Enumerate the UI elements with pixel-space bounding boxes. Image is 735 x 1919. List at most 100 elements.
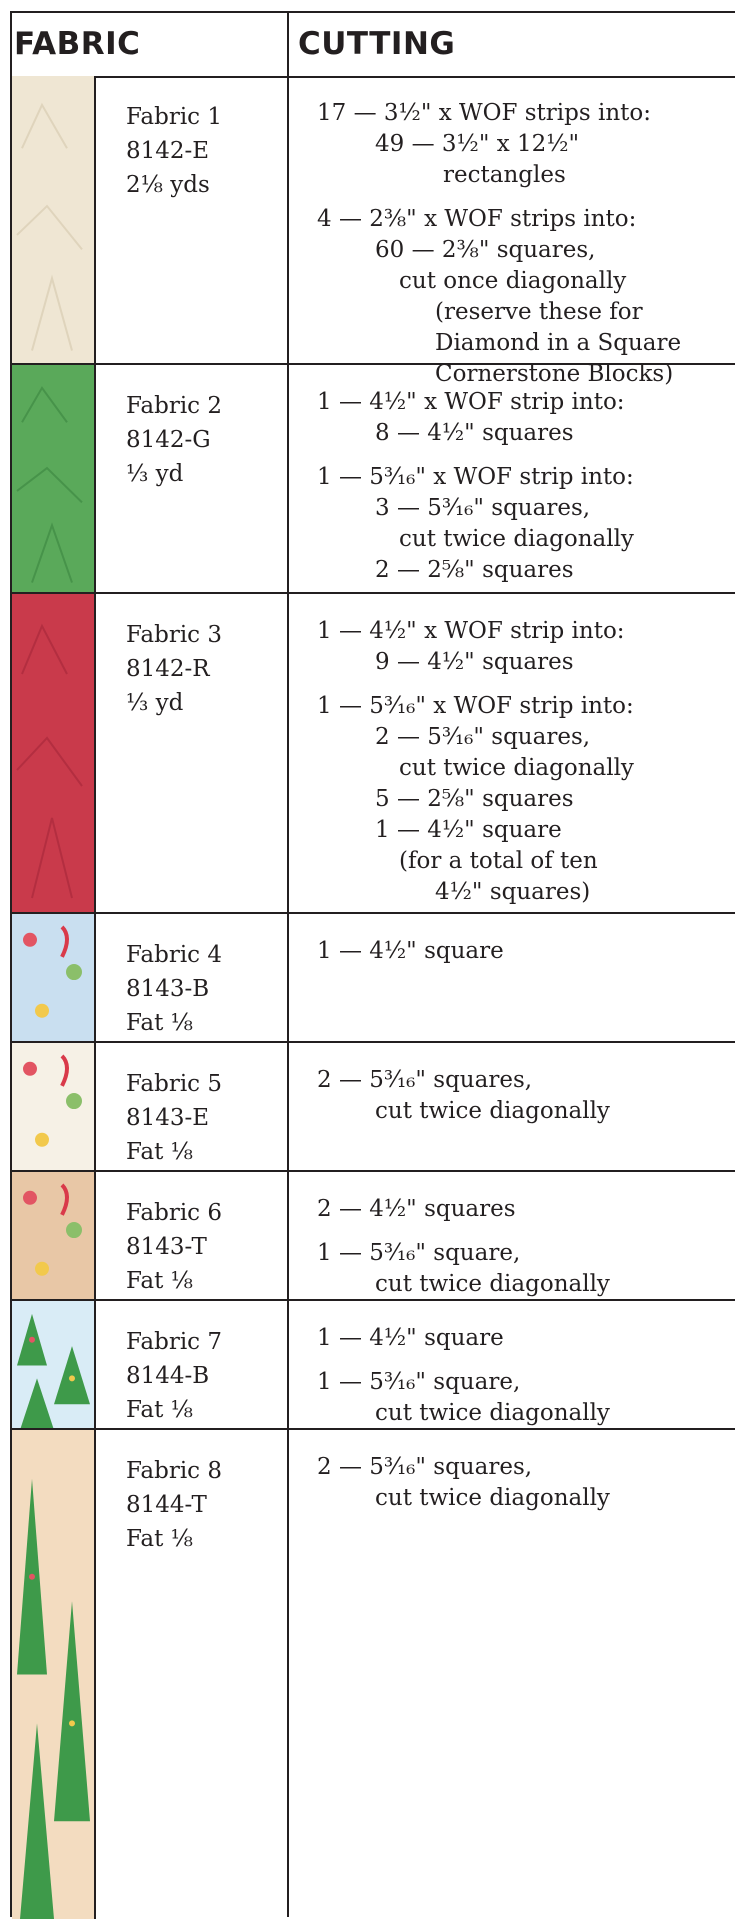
- cutting-line: 60 — 2⅜" squares,: [375, 237, 596, 263]
- fabric-swatch-pattern: [12, 365, 94, 592]
- cutting-instructions: 2 — 4½" squares 1 — 5³⁄₁₆" square,cut twi…: [317, 1194, 735, 1313]
- cutting-line: 1 — 5³⁄₁₆" square,: [317, 1369, 521, 1395]
- fabric-code: 8144-T: [126, 1492, 207, 1518]
- fabric-swatch: [12, 1301, 96, 1428]
- fabric-swatch-pattern: [12, 1172, 94, 1299]
- cutting-group: 1 — 5³⁄₁₆" x WOF strip into: 3 — 5³⁄₁₆" s…: [317, 462, 735, 586]
- cutting-group: 17 — 3½" x WOF strips into: 49 — 3½" x 12…: [317, 98, 735, 191]
- fabric-quantity: Fat ⅛: [126, 1010, 193, 1036]
- fabric-swatch: [12, 365, 96, 592]
- cutting-line: 1 — 4½" x WOF strip into:: [317, 618, 625, 644]
- cutting-group: 1 — 4½" x WOF strip into: 8 — 4½" squares: [317, 387, 735, 449]
- cutting-group: 1 — 5³⁄₁₆" square, cut twice diagonally: [317, 1367, 735, 1429]
- cutting-group: 2 — 5³⁄₁₆" squares, cut twice diagonally: [317, 1065, 735, 1127]
- cutting-line: 5 — 2⅝" squares: [375, 786, 574, 812]
- fabric-info: Fabric 8 8144-T Fat ⅛: [126, 1454, 222, 1556]
- fabric-name: Fabric 8: [126, 1458, 223, 1484]
- fabric-info: Fabric 6 8143-T Fat ⅛: [126, 1196, 222, 1298]
- fabric-quantity: Fat ⅛: [126, 1139, 193, 1165]
- cutting-group: 1 — 4½" x WOF strip into: 9 — 4½" squares: [317, 616, 735, 678]
- cutting-group: 2 — 5³⁄₁₆" squares,cut twice diagonally: [317, 1452, 735, 1514]
- fabric-quantity: 2⅛ yds: [126, 172, 210, 198]
- table-row: Fabric 3 8142-R ⅓ yd 1 — 4½" x WOF strip…: [12, 594, 735, 914]
- cutting-line: cut twice diagonally: [375, 1485, 610, 1511]
- fabric-swatch: [12, 1172, 96, 1299]
- cutting-line: 4 — 2⅜" x WOF strips into:: [317, 206, 637, 232]
- fabric-swatch-pattern: [12, 1043, 94, 1170]
- fabric-quantity: Fat ⅛: [126, 1526, 193, 1552]
- cutting-line: 2 — 4½" squares: [317, 1196, 516, 1222]
- fabric-quantity: Fat ⅛: [126, 1397, 193, 1423]
- cutting-line: 17 — 3½" x WOF strips into:: [317, 100, 651, 126]
- fabric-swatch: [12, 76, 96, 363]
- cutting-table: FABRIC CUTTING Fabric 1 8142-E 2⅛ yds 17…: [10, 11, 735, 1919]
- cutting-line: 1 — 4½" x WOF strip into:: [317, 389, 625, 415]
- fabric-name: Fabric 7: [126, 1329, 223, 1355]
- fabric-code: 8142-G: [126, 427, 211, 453]
- cutting-instructions: 1 — 4½" square: [317, 936, 735, 980]
- cutting-line: cut once diagonally: [399, 268, 627, 294]
- cutting-line: 8 — 4½" squares: [375, 420, 574, 446]
- cutting-line: 1 — 4½" square: [317, 938, 504, 964]
- cutting-line: (for a total of ten: [399, 848, 598, 874]
- cutting-group: 1 — 4½" square: [317, 1323, 735, 1354]
- cutting-line: (reserve these for: [435, 299, 643, 325]
- table-row: Fabric 7 8144-B Fat ⅛ 1 — 4½" square 1 — …: [12, 1301, 735, 1430]
- fabric-swatch-pattern: [12, 914, 94, 1041]
- cutting-line: cut twice diagonally: [399, 755, 634, 781]
- fabric-swatch-pattern: [12, 1301, 94, 1428]
- cutting-line: 1 — 5³⁄₁₆" x WOF strip into:: [317, 464, 634, 490]
- fabric-swatch: [12, 1430, 96, 1919]
- fabric-name: Fabric 1: [126, 104, 223, 130]
- cutting-instructions: 1 — 4½" x WOF strip into: 9 — 4½" squares…: [317, 616, 735, 921]
- fabric-info: Fabric 4 8143-B Fat ⅛: [126, 938, 222, 1040]
- fabric-name: Fabric 6: [126, 1200, 223, 1226]
- fabric-code: 8143-T: [126, 1234, 207, 1260]
- fabric-name: Fabric 3: [126, 622, 223, 648]
- fabric-info: Fabric 7 8144-B Fat ⅛: [126, 1325, 222, 1427]
- cutting-line: cut twice diagonally: [375, 1400, 610, 1426]
- fabric-swatch-pattern: [12, 76, 94, 363]
- cutting-line: Cornerstone Blocks): [435, 361, 674, 387]
- cutting-line: cut twice diagonally: [375, 1098, 610, 1124]
- fabric-column-header: FABRIC: [14, 26, 141, 62]
- fabric-swatch: [12, 594, 96, 912]
- fabric-code: 8142-R: [126, 656, 210, 682]
- fabric-info: Fabric 3 8142-R ⅓ yd: [126, 618, 222, 720]
- cutting-line: 49 — 3½" x 12½": [375, 131, 580, 157]
- swatch-divider: [94, 1043, 96, 1170]
- fabric-code: 8143-B: [126, 976, 210, 1002]
- cutting-line: 4½" squares): [435, 879, 591, 905]
- fabric-name: Fabric 5: [126, 1071, 223, 1097]
- cutting-line: 2 — 5³⁄₁₆" squares,: [375, 724, 591, 750]
- cutting-instructions: 17 — 3½" x WOF strips into: 49 — 3½" x 12…: [317, 98, 735, 403]
- fabric-quantity: ⅓ yd: [126, 461, 184, 487]
- cutting-line: 9 — 4½" squares: [375, 649, 574, 675]
- cutting-instructions: 2 — 5³⁄₁₆" squares,cut twice diagonally: [317, 1452, 735, 1527]
- cutting-group: 1 — 5³⁄₁₆" x WOF strip into: 2 — 5³⁄₁₆" s…: [317, 691, 735, 908]
- table-row: Fabric 4 8143-B Fat ⅛ 1 — 4½" square: [12, 914, 735, 1043]
- fabric-swatch-pattern: [12, 1430, 94, 1919]
- cutting-instructions: 1 — 4½" square 1 — 5³⁄₁₆" square, cut twic…: [317, 1323, 735, 1442]
- cutting-instructions: 1 — 4½" x WOF strip into: 8 — 4½" squares…: [317, 387, 735, 599]
- fabric-quantity: Fat ⅛: [126, 1268, 193, 1294]
- cutting-line: Diamond in a Square: [435, 330, 682, 356]
- swatch-divider: [94, 365, 96, 592]
- cutting-line: 2 — 2⅝" squares: [375, 557, 574, 583]
- fabric-swatch-pattern: [12, 594, 94, 912]
- cutting-line: 1 — 5³⁄₁₆" x WOF strip into:: [317, 693, 634, 719]
- fabric-code: 8142-E: [126, 138, 210, 164]
- cutting-line: 1 — 4½" square: [317, 1325, 504, 1351]
- swatch-divider: [94, 1172, 96, 1299]
- cutting-line: 2 — 5³⁄₁₆" squares,: [317, 1067, 533, 1093]
- fabric-swatch: [12, 1043, 96, 1170]
- table-header: FABRIC CUTTING: [12, 13, 735, 78]
- cutting-line: 3 — 5³⁄₁₆" squares,: [375, 495, 591, 521]
- column-divider: [287, 13, 289, 1917]
- fabric-code: 8144-B: [126, 1363, 210, 1389]
- fabric-code: 8143-E: [126, 1105, 210, 1131]
- fabric-name: Fabric 4: [126, 942, 223, 968]
- fabric-info: Fabric 1 8142-E 2⅛ yds: [126, 100, 222, 202]
- cutting-group: 1 — 5³⁄₁₆" square,cut twice diagonally: [317, 1238, 735, 1300]
- fabric-info: Fabric 5 8143-E Fat ⅛: [126, 1067, 222, 1169]
